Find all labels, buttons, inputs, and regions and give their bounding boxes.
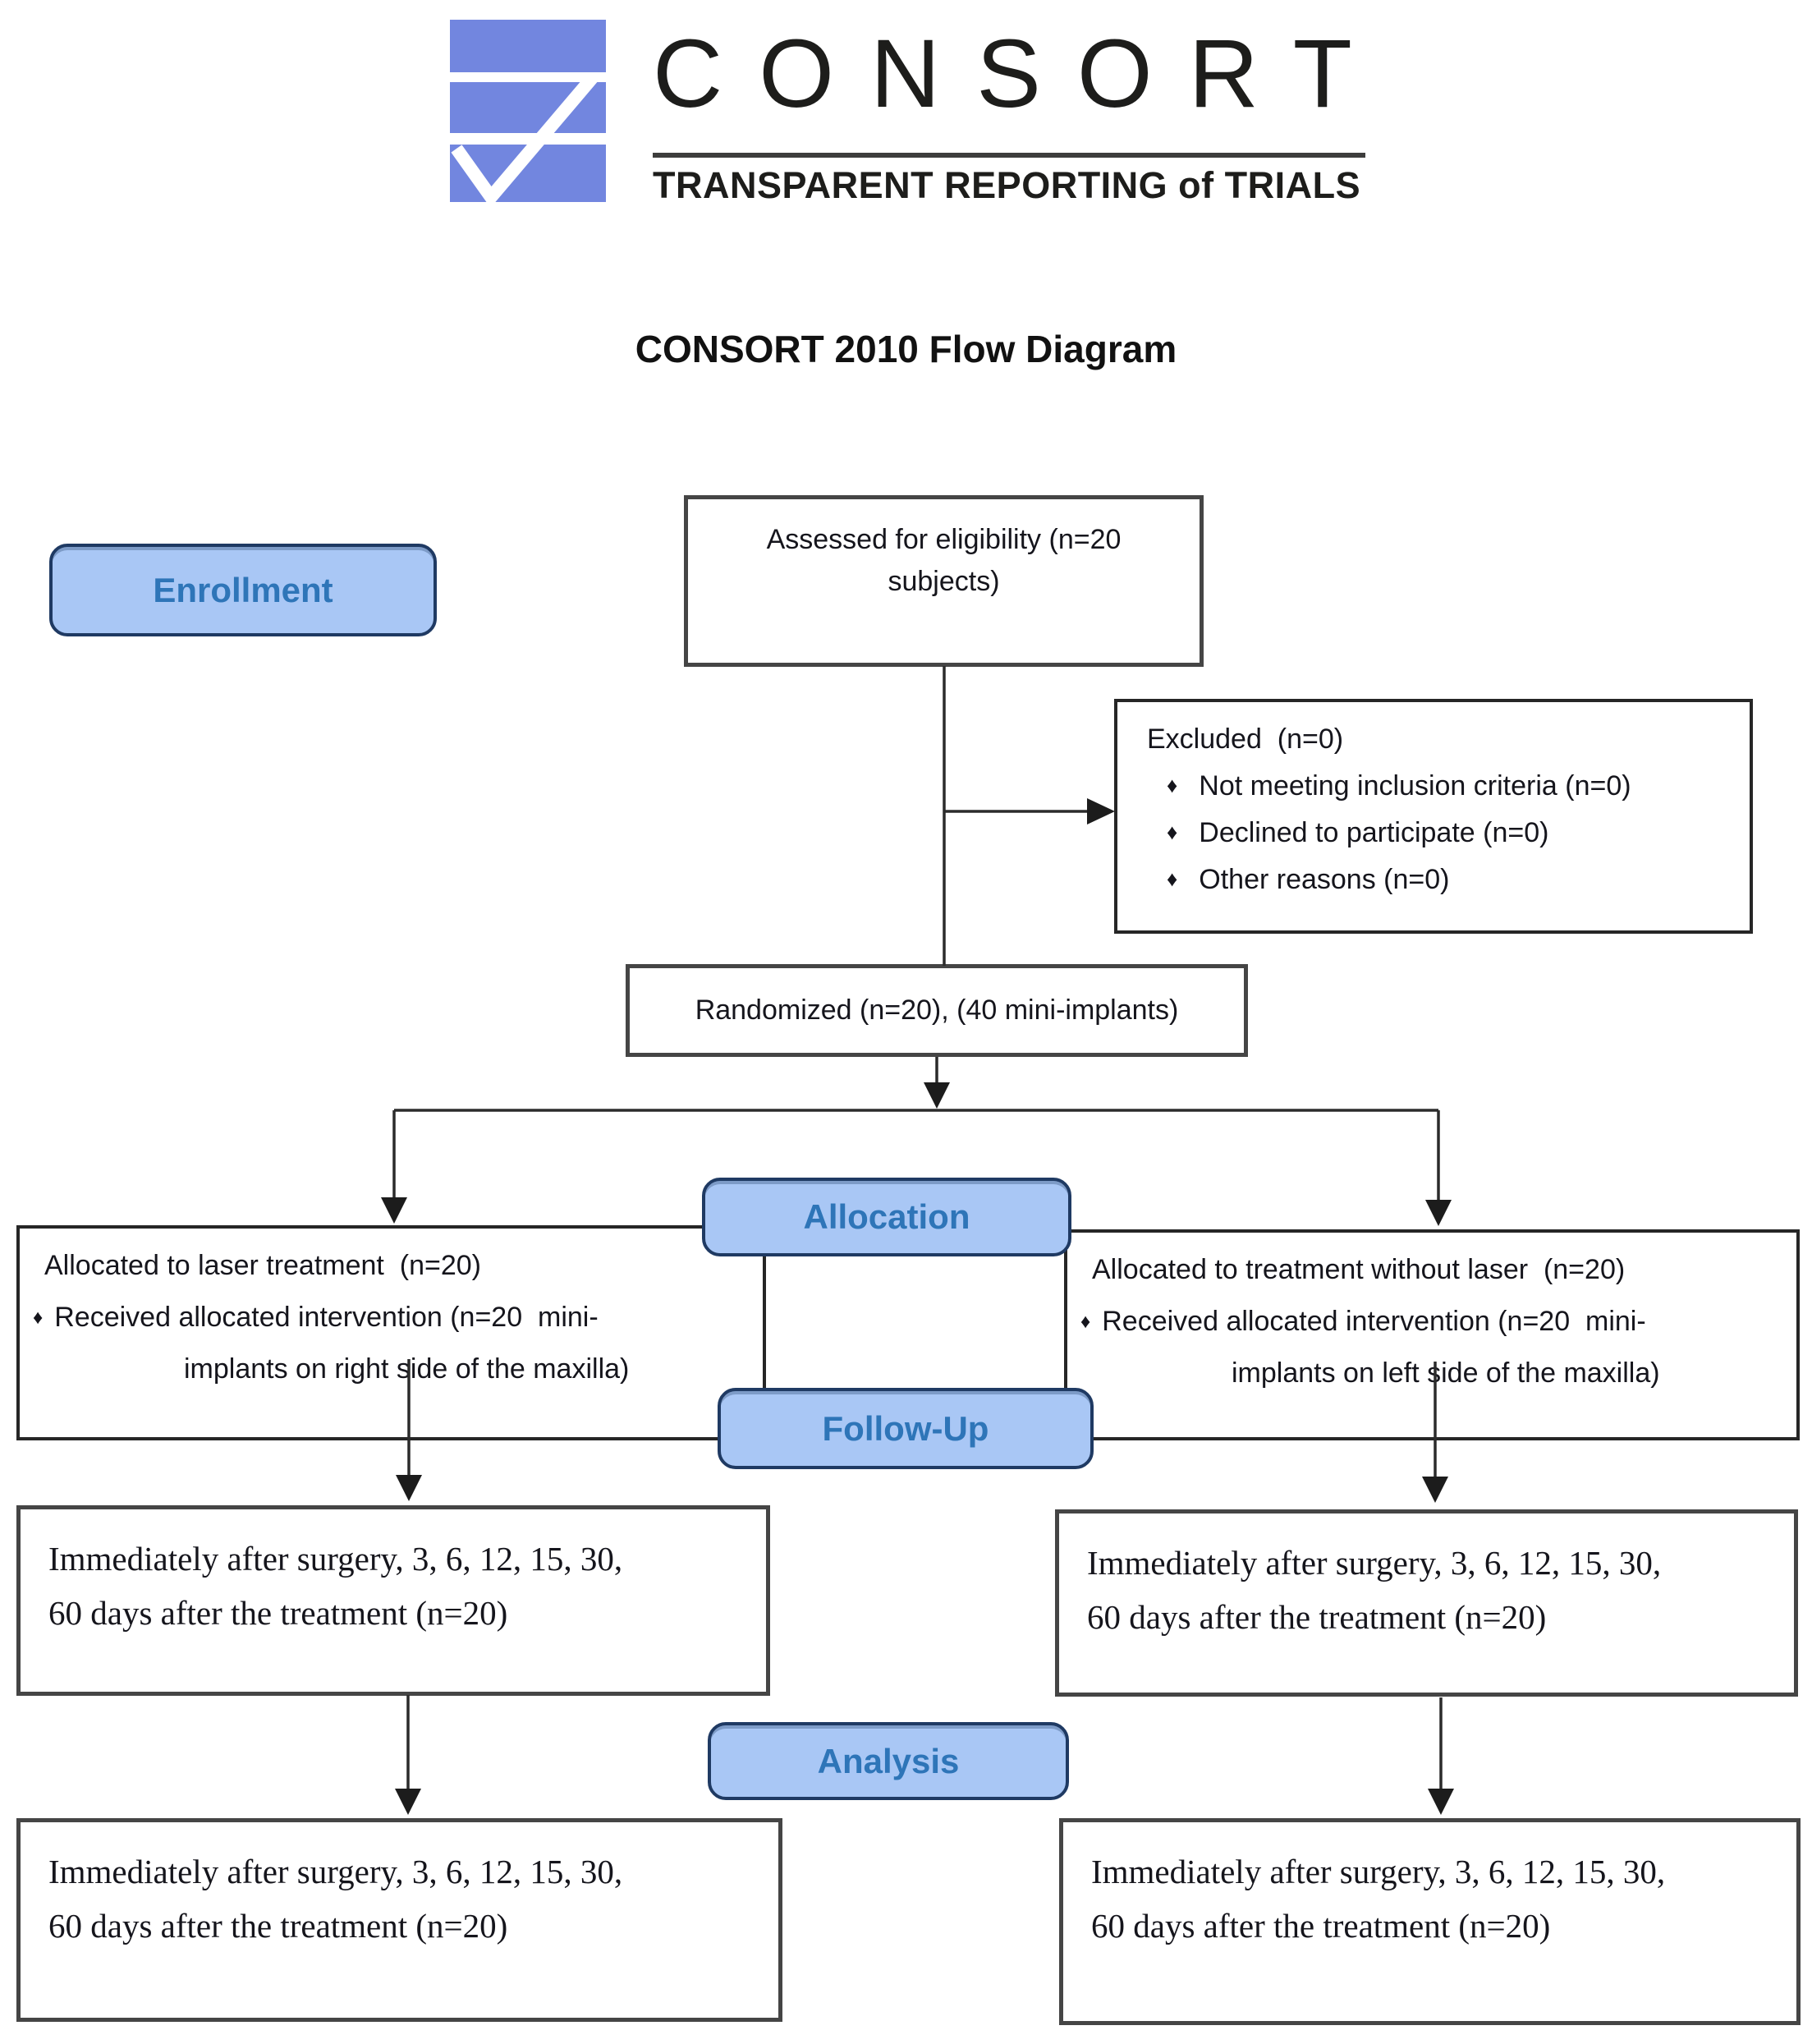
box-analysis-right: Immediately after surgery, 3, 6, 12, 15,…: [1059, 1818, 1801, 2025]
diamond-bullet-icon: ♦: [1167, 866, 1178, 891]
stage-label-analysis: Analysis: [817, 1741, 960, 1780]
alloc-left-bullet-cont: implants on right side of the maxilla): [184, 1353, 630, 1385]
arrowhead-analysis-left: [395, 1789, 421, 1815]
alloc-right-title: Allocated to treatment without laser (n=…: [1092, 1254, 1626, 1285]
arrowhead-randomized-split: [924, 1082, 950, 1109]
alloc-right-bullet: Received allocated intervention (n=20 mi…: [1102, 1305, 1646, 1337]
stage-badge-followup: Follow-Up: [718, 1388, 1094, 1469]
arrowhead-followup-right: [1422, 1477, 1448, 1503]
excluded-title: Excluded (n=0): [1147, 723, 1344, 755]
followup-right-line2: 60 days after the treatment (n=20): [1087, 1597, 1547, 1636]
followup-left-line1: Immediately after surgery, 3, 6, 12, 15,…: [48, 1540, 623, 1578]
alloc-left-bullet-row: ♦ Received allocated intervention (n=20 …: [20, 1292, 763, 1344]
logo-divider: [653, 153, 1365, 158]
arrowhead-alloc-left: [381, 1197, 407, 1224]
arrowhead-followup-left: [396, 1475, 422, 1501]
box-allocated-laser: Allocated to laser treatment (n=20) ♦ Re…: [16, 1225, 766, 1440]
excluded-bullet-3: Other reasons (n=0): [1199, 864, 1450, 895]
alloc-left-bullet: Received allocated intervention (n=20 mi…: [54, 1301, 599, 1333]
box-assessed-eligibility: Assessed for eligibility (n=20 subjects): [684, 495, 1204, 667]
assessed-text: Assessed for eligibility (n=20 subjects): [766, 524, 1122, 597]
alloc-right-bullet-row: ♦ Received allocated intervention (n=20 …: [1067, 1296, 1796, 1348]
excluded-bullet-row: ♦ Not meeting inclusion criteria (n=0): [1167, 770, 1733, 802]
consort-wordmark: CONSORT: [653, 20, 1388, 128]
diamond-bullet-icon: ♦: [1167, 773, 1178, 797]
randomized-text: Randomized (n=20), (40 mini-implants): [695, 994, 1179, 1026]
stage-badge-analysis: Analysis: [708, 1722, 1069, 1800]
arrowhead-analysis-right: [1428, 1789, 1454, 1815]
arrowhead-alloc-right: [1425, 1200, 1452, 1226]
analysis-right-line2: 60 days after the treatment (n=20): [1091, 1906, 1551, 1945]
box-analysis-left: Immediately after surgery, 3, 6, 12, 15,…: [16, 1818, 782, 2022]
excluded-bullet-1: Not meeting inclusion criteria (n=0): [1199, 770, 1631, 802]
stage-badge-enrollment: Enrollment: [49, 544, 437, 636]
stage-label-followup: Follow-Up: [822, 1408, 989, 1448]
alloc-left-title: Allocated to laser treatment (n=20): [44, 1250, 481, 1281]
stage-label-allocation: Allocation: [803, 1197, 970, 1236]
diamond-bullet-icon: ♦: [1080, 1310, 1091, 1333]
box-randomized: Randomized (n=20), (40 mini-implants): [626, 964, 1248, 1057]
analysis-left-line1: Immediately after surgery, 3, 6, 12, 15,…: [48, 1853, 623, 1890]
excluded-bullet-row: ♦ Declined to participate (n=0): [1167, 817, 1733, 849]
analysis-left-line2: 60 days after the treatment (n=20): [48, 1906, 508, 1945]
box-followup-left: Immediately after surgery, 3, 6, 12, 15,…: [16, 1505, 770, 1696]
box-allocated-no-laser: Allocated to treatment without laser (n=…: [1064, 1229, 1800, 1440]
followup-left-line2: 60 days after the treatment (n=20): [48, 1593, 508, 1632]
diamond-bullet-icon: ♦: [33, 1306, 44, 1329]
excluded-bullet-2: Declined to participate (n=0): [1199, 817, 1549, 848]
followup-right-line1: Immediately after surgery, 3, 6, 12, 15,…: [1087, 1544, 1662, 1582]
analysis-right-line1: Immediately after surgery, 3, 6, 12, 15,…: [1091, 1853, 1666, 1890]
excluded-bullet-row: ♦ Other reasons (n=0): [1167, 864, 1733, 896]
box-followup-right: Immediately after surgery, 3, 6, 12, 15,…: [1055, 1509, 1798, 1697]
box-excluded: Excluded (n=0) ♦ Not meeting inclusion c…: [1114, 699, 1753, 934]
stage-badge-allocation: Allocation: [702, 1178, 1071, 1256]
diamond-bullet-icon: ♦: [1167, 820, 1178, 844]
arrowhead-excluded: [1087, 798, 1115, 824]
page-title: CONSORT 2010 Flow Diagram: [635, 328, 1177, 370]
stage-label-enrollment: Enrollment: [153, 570, 333, 609]
alloc-right-bullet-cont: implants on left side of the maxilla): [1232, 1357, 1660, 1389]
logo-subtitle: TRANSPARENT REPORTING of TRIALS: [653, 164, 1361, 206]
consort-logo-icon: [450, 20, 606, 207]
